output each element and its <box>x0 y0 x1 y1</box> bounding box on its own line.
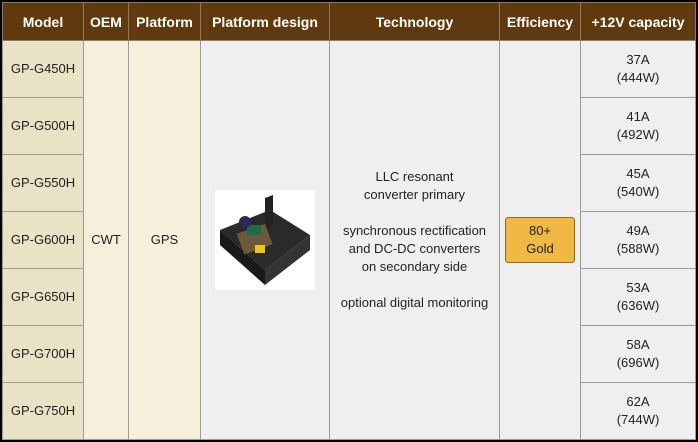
tech-secondary: synchronous rectification and DC-DC conv… <box>342 223 487 274</box>
header-capacity: +12V capacity <box>580 2 696 41</box>
header-platform: Platform <box>128 2 201 41</box>
platform-cell: GPS <box>128 40 201 440</box>
model-cell: GP-G700H <box>2 325 84 383</box>
capacity-cell: 41A(492W) <box>580 97 696 155</box>
model-cell: GP-G550H <box>2 154 84 212</box>
table-row: GP-G700H 58A(696W) <box>2 325 696 383</box>
header-technology: Technology <box>329 2 500 41</box>
model-cell: GP-G600H <box>2 211 84 269</box>
capacity-cell: 45A(540W) <box>580 154 696 212</box>
capacity-cell: 53A(636W) <box>580 268 696 326</box>
model-cell: GP-G650H <box>2 268 84 326</box>
header-row: Model OEM Platform Platform design Techn… <box>2 2 696 41</box>
table-row: GP-G650H 53A(636W) <box>2 268 696 326</box>
capacity-cell: 62A(744W) <box>580 382 696 440</box>
technology-cell: LLC resonant converter primary synchrono… <box>329 40 500 440</box>
table-row: GP-G500H 41A(492W) <box>2 97 696 155</box>
efficiency-badge: 80+Gold <box>505 217 575 263</box>
capacity-cell: 37A(444W) <box>580 40 696 98</box>
capacity-cell: 58A(696W) <box>580 325 696 383</box>
table-row: GP-G750H 62A(744W) <box>2 382 696 440</box>
platform-design-cell <box>200 40 330 440</box>
psu-image <box>215 190 315 290</box>
table-row: GP-G550H 45A(540W) <box>2 154 696 212</box>
model-cell: GP-G450H <box>2 40 84 98</box>
capacity-cell: 49A(588W) <box>580 211 696 269</box>
header-platform-design: Platform design <box>200 2 330 41</box>
oem-cell: CWT <box>83 40 129 440</box>
model-cell: GP-G750H <box>2 382 84 440</box>
header-model: Model <box>2 2 84 41</box>
efficiency-cell: 80+Gold <box>499 40 581 440</box>
header-oem: OEM <box>83 2 129 41</box>
table-row: GP-G600H 49A(588W) <box>2 211 696 269</box>
header-efficiency: Efficiency <box>499 2 581 41</box>
model-cell: GP-G500H <box>2 97 84 155</box>
tech-monitoring: optional digital monitoring <box>340 295 489 310</box>
tech-primary: LLC resonant converter primary <box>363 169 466 202</box>
